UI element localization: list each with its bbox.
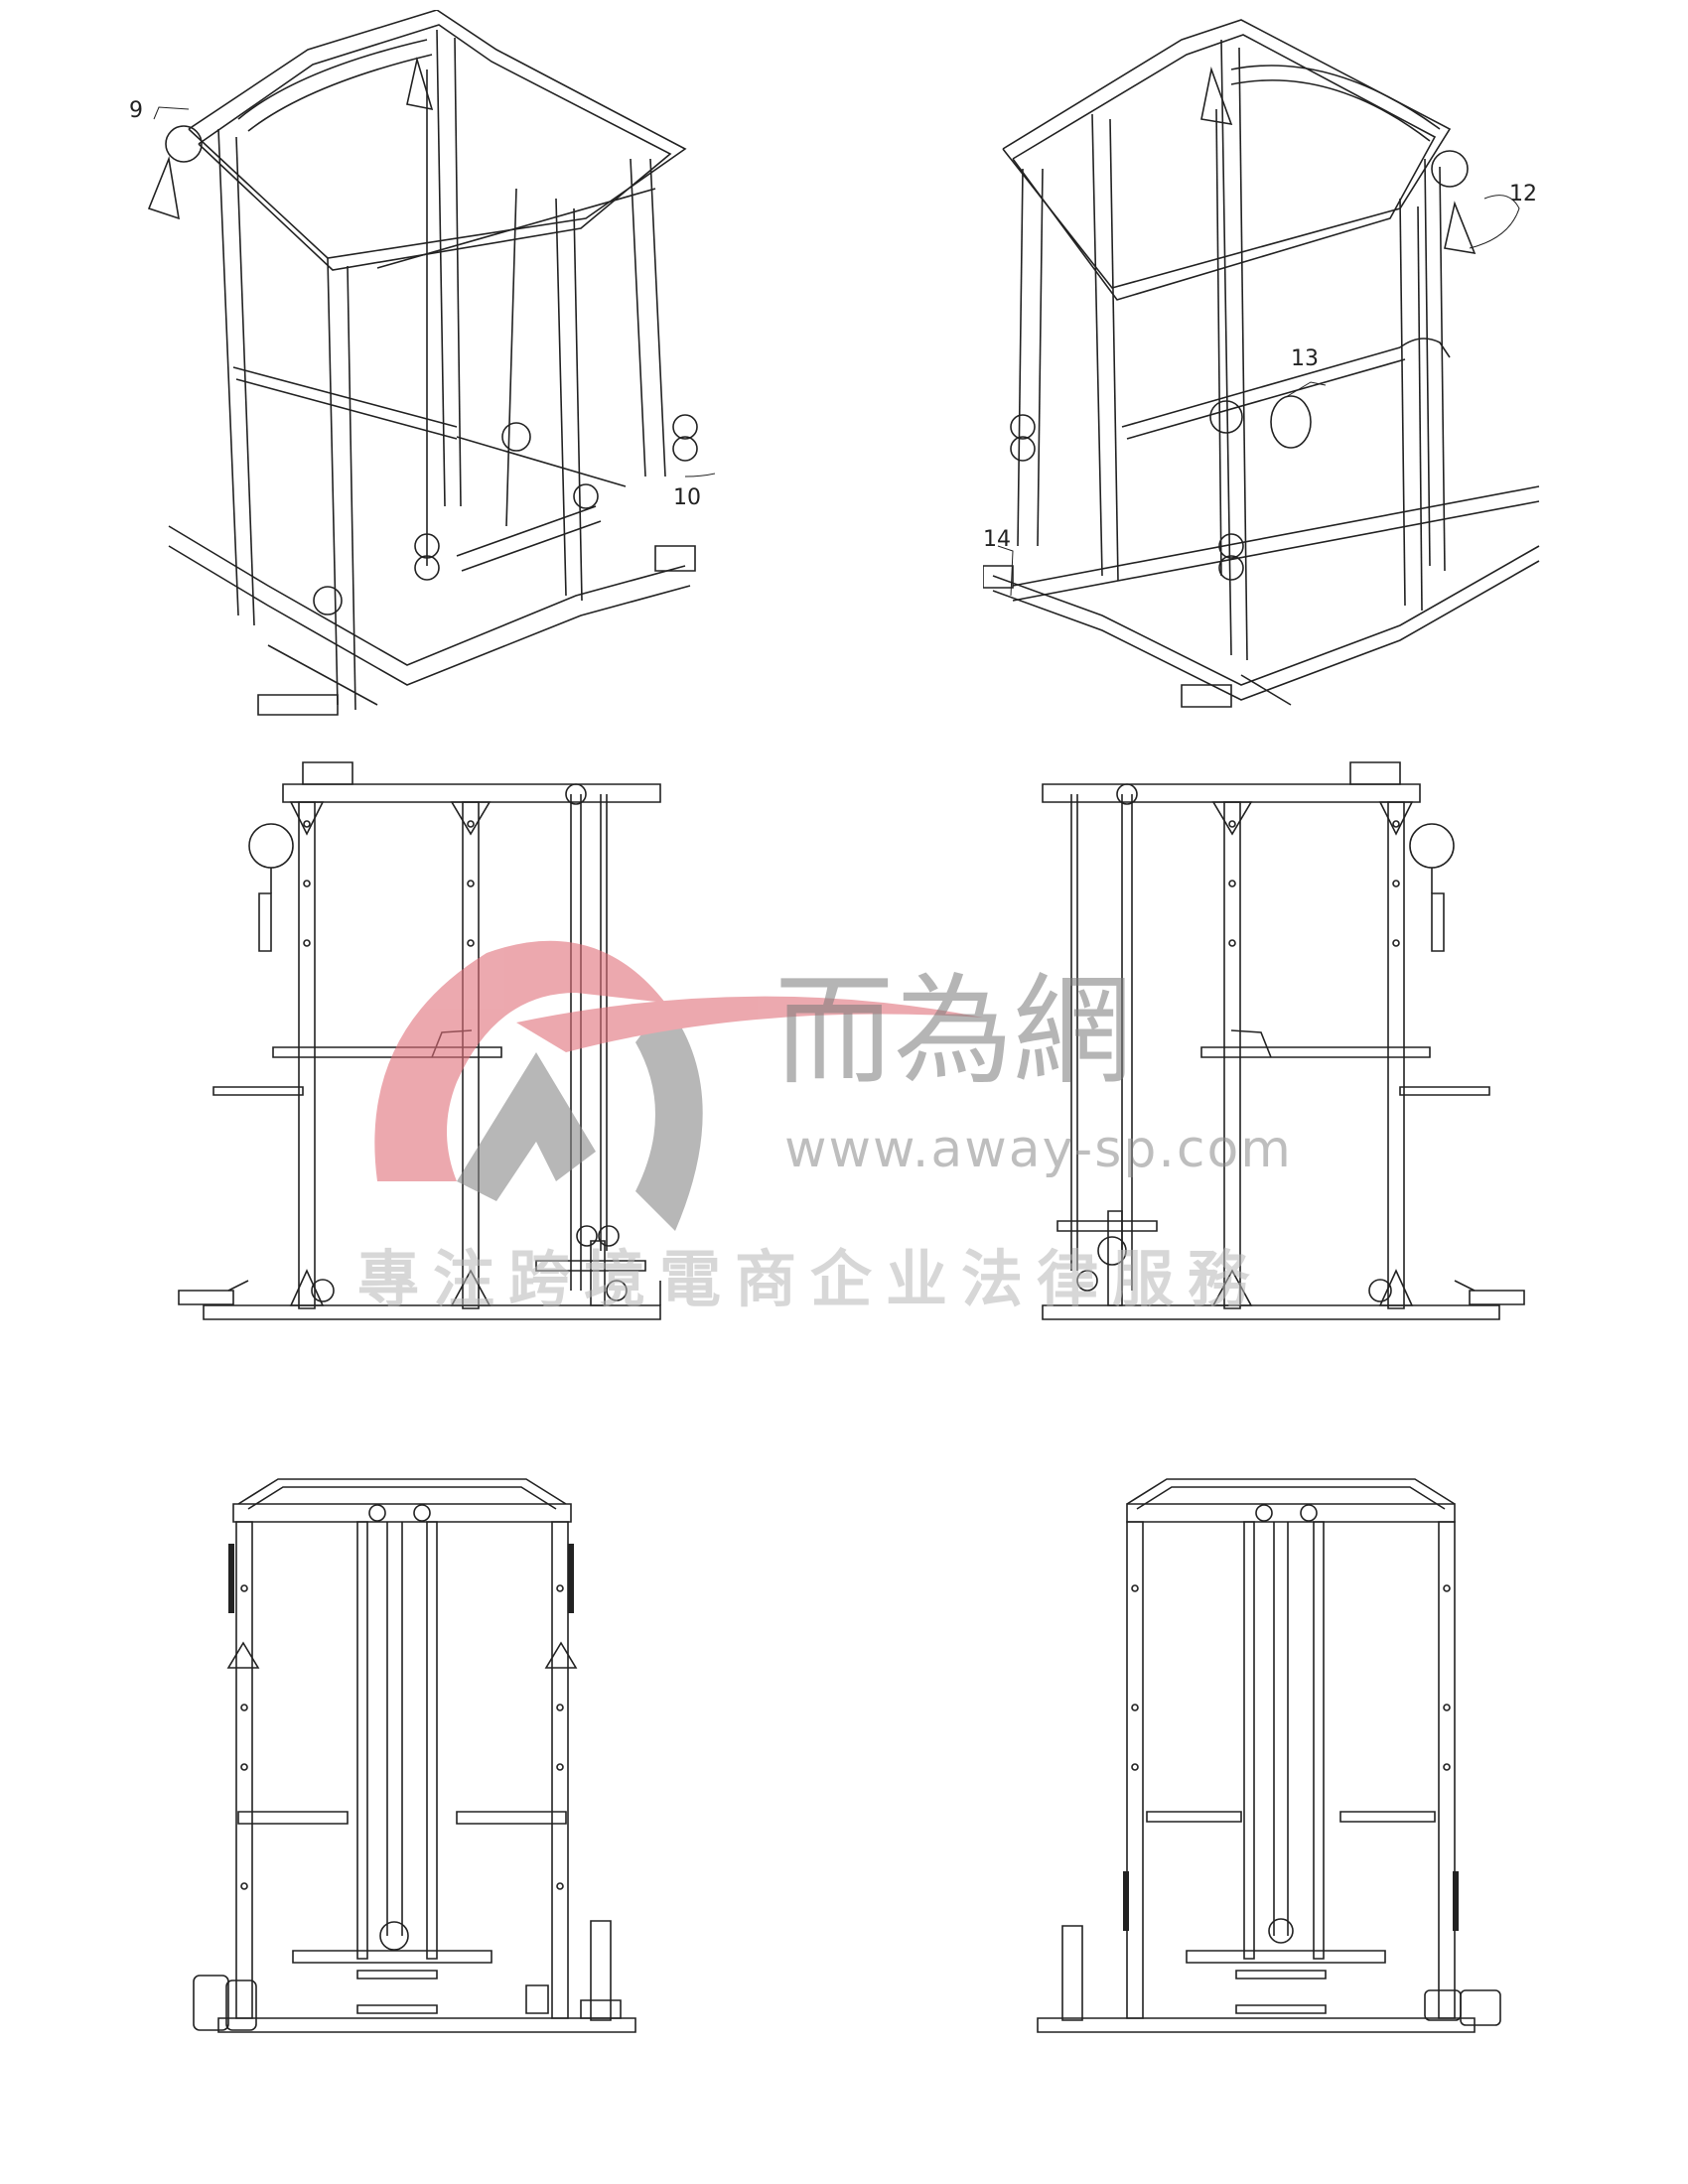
watermark-logo-icon (374, 940, 983, 1231)
watermark-title: 而為網 (774, 963, 1132, 1101)
watermark: 而為網 www.away-sp.com 專注跨境電商企业法律服務 (357, 940, 1293, 1315)
rack-rear-elevation (1028, 1469, 1504, 2045)
callout-9: 9 (129, 98, 143, 123)
rack-front-elevation (189, 1469, 665, 2045)
watermark-slogan: 專注跨境電商企业法律服務 (357, 1243, 1263, 1315)
callout-10: 10 (673, 485, 701, 510)
rack-isometric-view-rear-right: 12 13 14 (983, 10, 1618, 725)
rack-isometric-view-front-left: 9 10 (129, 10, 715, 725)
callout-12: 12 (1509, 182, 1537, 206)
callout-14: 14 (983, 527, 1011, 552)
rack-side-elevation-right (1013, 754, 1529, 1325)
watermark-url: www.away-sp.com (784, 1120, 1293, 1179)
callout-13: 13 (1291, 346, 1319, 371)
